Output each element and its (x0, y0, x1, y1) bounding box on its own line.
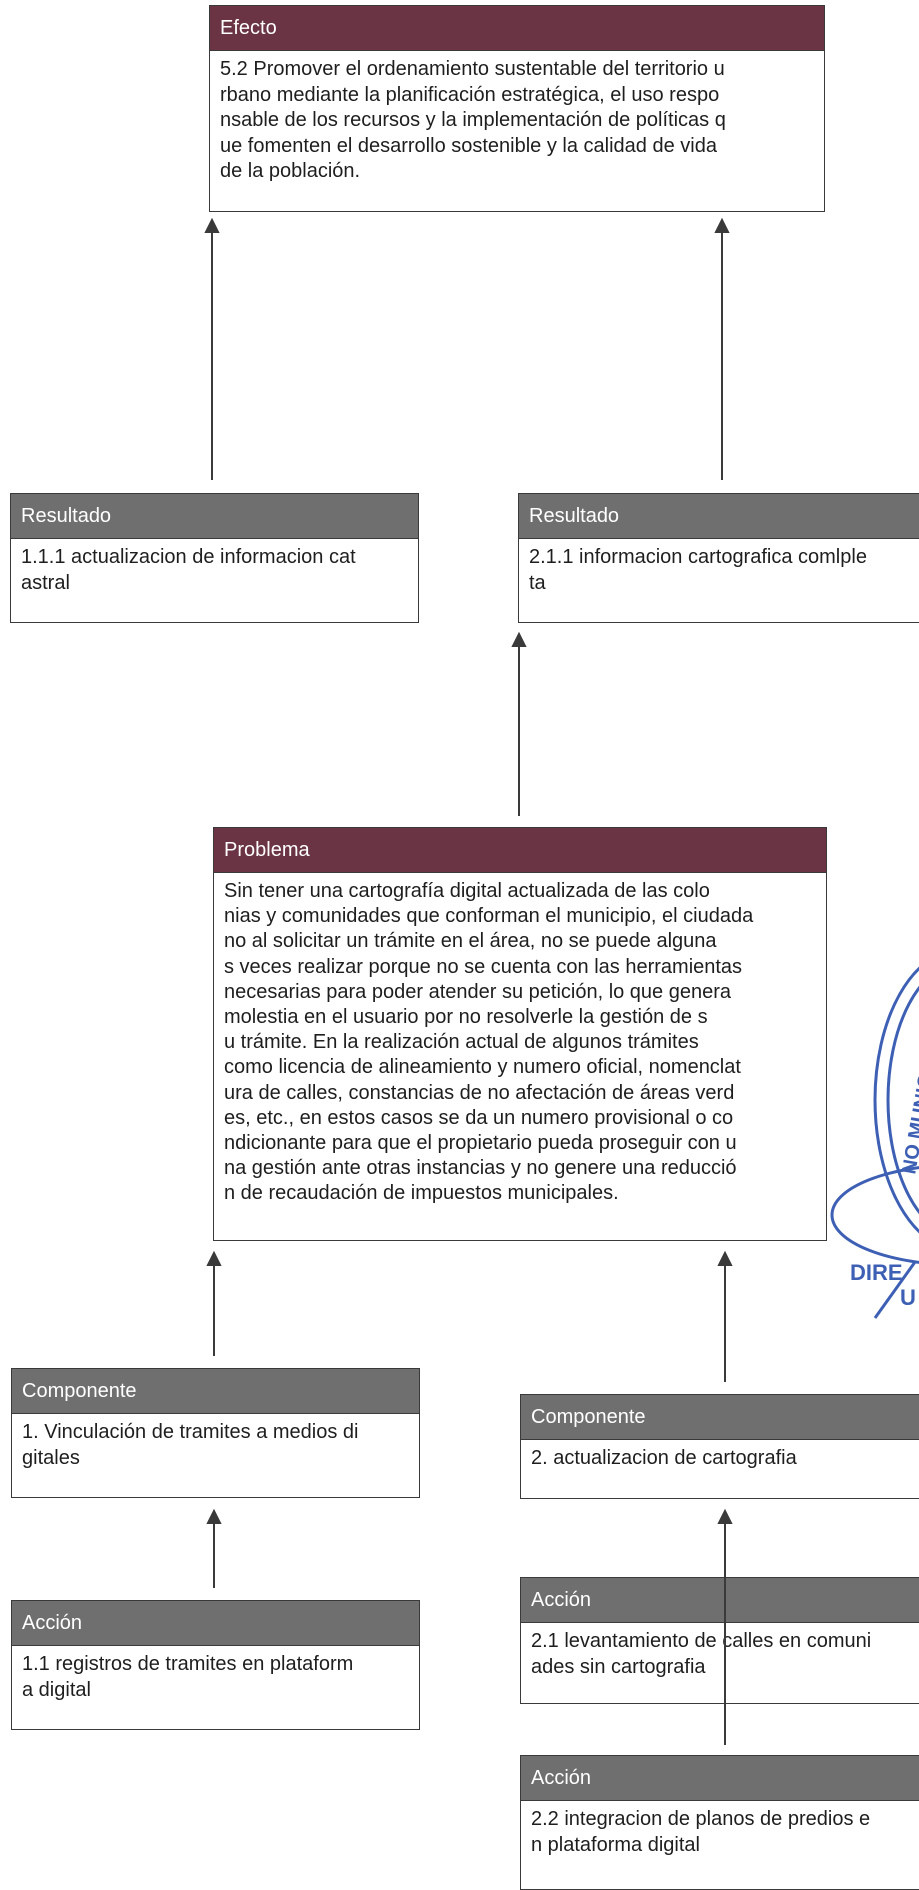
componente-box-1: Componente 1. Vinculación de tramites a … (11, 1368, 420, 1498)
componente-2-text: 2. actualizacion de cartografia (531, 1447, 797, 1469)
resultado-box-1: Resultado 1.1.1 actualizacion de informa… (10, 493, 419, 623)
efecto-text: 5.2 Promover el ordenamiento sustentable… (220, 58, 726, 182)
accion-2-1-text: 2.1 levantamiento de calles en comuni ad… (531, 1630, 872, 1678)
problema-header: Problema (214, 828, 826, 873)
accion-box-1-1: Acción 1.1 registros de tramites en plat… (11, 1600, 420, 1730)
accion-2-2-text: 2.2 integracion de planos de predios e n… (531, 1808, 871, 1856)
componente-1-text: 1. Vinculación de tramites a medios di g… (22, 1421, 359, 1469)
accion-1-1-text: 1.1 registros de tramites en plataform a… (22, 1653, 354, 1701)
accion-box-2-2: Acción 2.2 integracion de planos de pred… (520, 1755, 919, 1890)
resultado-2-header: Resultado (519, 494, 919, 539)
componente-2-header: Componente (521, 1395, 919, 1440)
accion-2-2-header: Acción (521, 1756, 919, 1801)
accion-2-1-header: Acción (521, 1578, 919, 1623)
resultado-1-header: Resultado (11, 494, 418, 539)
resultado-box-2: Resultado 2.1.1 informacion cartografica… (518, 493, 919, 623)
stamp-text-bottom: DIRE (850, 1260, 903, 1285)
resultado-1-text: 1.1.1 actualizacion de informacion cat a… (21, 546, 356, 594)
problema-box: Problema Sin tener una cartografía digit… (213, 827, 827, 1241)
stamp-text-small: U (900, 1285, 916, 1310)
accion-box-2-1: Acción 2.1 levantamiento de calles en co… (520, 1577, 919, 1704)
efecto-header: Efecto (210, 6, 824, 51)
componente-1-header: Componente (12, 1369, 419, 1414)
componente-box-2: Componente 2. actualizacion de cartograf… (520, 1394, 919, 1499)
stamp-text-top: NO MUNICIP (898, 1054, 919, 1176)
problema-text: Sin tener una cartografía digital actual… (224, 880, 754, 1205)
accion-1-1-header: Acción (12, 1601, 419, 1646)
resultado-2-text: 2.1.1 informacion cartografica comlple t… (529, 546, 867, 594)
efecto-box: Efecto 5.2 Promover el ordenamiento sust… (209, 5, 825, 212)
